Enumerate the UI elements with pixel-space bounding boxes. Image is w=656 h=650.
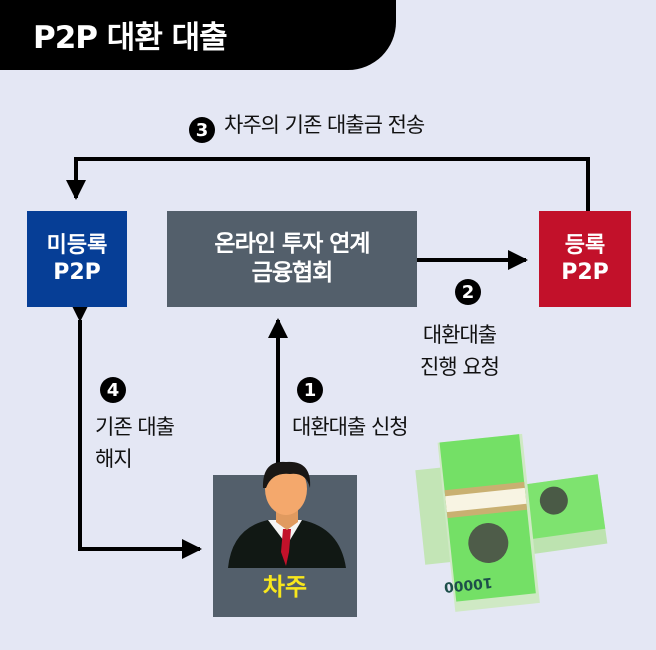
step-label-line: 대환대출 xyxy=(422,323,497,347)
step-label-1: 대환대출 신청 xyxy=(292,415,409,439)
step-label-line: 기존 대출 xyxy=(95,415,175,439)
step-badge-3: 3 xyxy=(189,117,215,143)
node-unregistered-p2p: 미등록 P2P xyxy=(27,211,127,307)
title-bar: P2P 대환 대출 xyxy=(0,0,396,70)
page-title: P2P 대환 대출 xyxy=(33,20,228,56)
step-badge-1: 1 xyxy=(297,377,323,403)
step-badge-4: 4 xyxy=(100,377,126,403)
step-label-line: 진행 요청 xyxy=(420,354,500,379)
node-line: 온라인 투자 연계 xyxy=(214,231,370,258)
node-line: P2P xyxy=(53,260,101,285)
svg-text:10000: 10000 xyxy=(443,574,493,595)
step-label-line: 해지 xyxy=(95,446,133,471)
arrow-step-3 xyxy=(66,157,590,211)
step-label-3: 차주의 기존 대출금 전송 xyxy=(224,113,425,137)
step-label-4: 기존 대출 해지 xyxy=(95,412,175,475)
node-line: 금융협회 xyxy=(251,260,334,286)
node-line: 등록 xyxy=(564,232,606,258)
node-line: 미등록 xyxy=(46,232,108,258)
node-association: 온라인 투자 연계 금융협회 xyxy=(167,211,417,307)
node-line: P2P xyxy=(561,260,609,285)
node-registered-p2p: 등록 P2P xyxy=(539,211,631,307)
step-label-2: 대환대출 진행 요청 xyxy=(420,320,500,383)
borrower-label: 차주 xyxy=(262,573,308,601)
arrow-step-4 xyxy=(70,302,202,559)
step-badge-2: 2 xyxy=(455,279,481,305)
